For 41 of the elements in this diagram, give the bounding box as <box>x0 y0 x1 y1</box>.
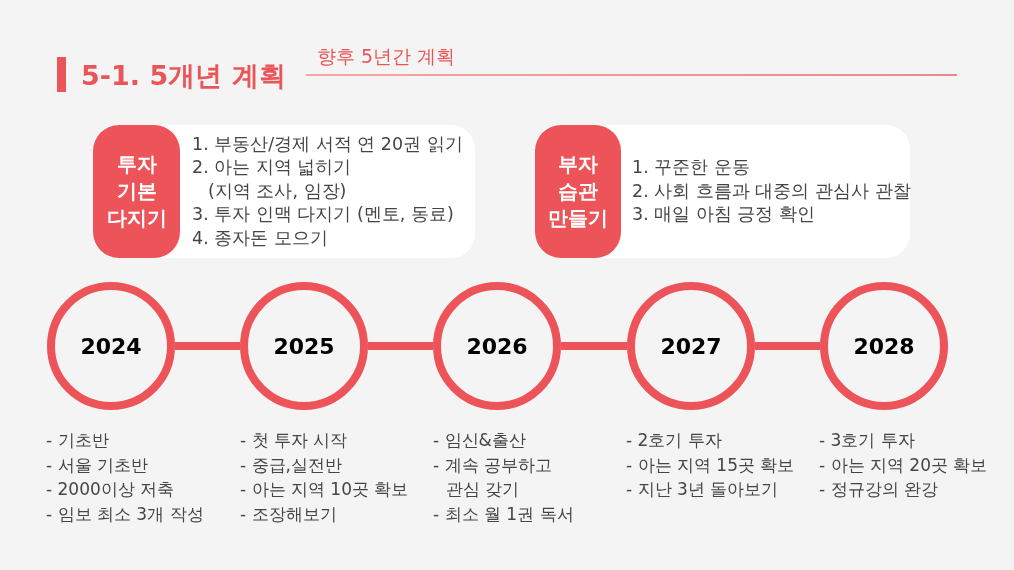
list-item: - 첫 투자 시작 <box>240 429 348 452</box>
list-item: 2. 사회 흐름과 대중의 관심사 관찰 <box>632 179 911 203</box>
list-item: 2. 아는 지역 넓히기 (지역 조사, 임장) <box>192 156 353 203</box>
year-label: 2025 <box>273 333 335 359</box>
year-label: 2028 <box>853 333 915 359</box>
list-item: - 서울 기초반 <box>46 453 148 477</box>
list-item: - 조장해보기 <box>240 502 337 526</box>
heading-box <box>93 125 180 258</box>
connector-line <box>368 342 433 350</box>
connector-line <box>175 342 240 350</box>
list-item: 1. 꾸준한 운동 <box>632 156 750 180</box>
box-label: 부자 습관 만들기 <box>547 151 609 232</box>
list-item: - 계속 공부하고 관심 갖기 <box>433 453 553 501</box>
year-label: 2026 <box>466 333 528 359</box>
year-label: 2027 <box>660 333 722 359</box>
list-item: - 기초반 <box>46 429 109 452</box>
subtitle: 향후 5년간 계획 <box>317 44 456 68</box>
list-item: 3. 매일 아침 긍정 확인 <box>632 203 815 227</box>
connector-line <box>755 342 820 350</box>
list-item: - 지난 3년 돌아보기 <box>626 478 779 501</box>
connector-line <box>561 342 627 350</box>
list-item: - 3호기 투자 <box>819 429 915 452</box>
list-item: - 2000이상 저축 <box>46 478 175 501</box>
list-item: - 아는 지역 20곳 확보 <box>819 453 988 477</box>
rounded-card <box>93 125 475 258</box>
list-item: 4. 종자돈 모으기 <box>192 226 328 250</box>
year-label: 2024 <box>80 333 142 359</box>
list-item: - 임신&출산 <box>433 429 526 452</box>
list-item: - 정규강의 완강 <box>819 478 938 501</box>
heading-box <box>535 125 621 258</box>
list-item: - 아는 지역 10곳 확보 <box>240 478 409 501</box>
rounded-card <box>535 125 910 258</box>
box-label: 투자 기본 다지기 <box>105 151 168 232</box>
list-item: - 2호기 투자 <box>626 429 722 452</box>
list-item: - 중급,실전반 <box>240 453 342 477</box>
list-item: - 임보 최소 3개 작성 <box>46 502 204 526</box>
list-item: - 최소 월 1권 독서 <box>433 502 574 526</box>
page-title: 5-1. 5개년 계획 <box>81 59 286 93</box>
list-item: 1. 부동산/경제 서적 연 20권 읽기 <box>192 132 463 156</box>
list-item: 3. 투자 인맥 다지기 (멘토, 동료) <box>192 203 454 227</box>
list-item: - 아는 지역 15곳 확보 <box>626 453 795 477</box>
